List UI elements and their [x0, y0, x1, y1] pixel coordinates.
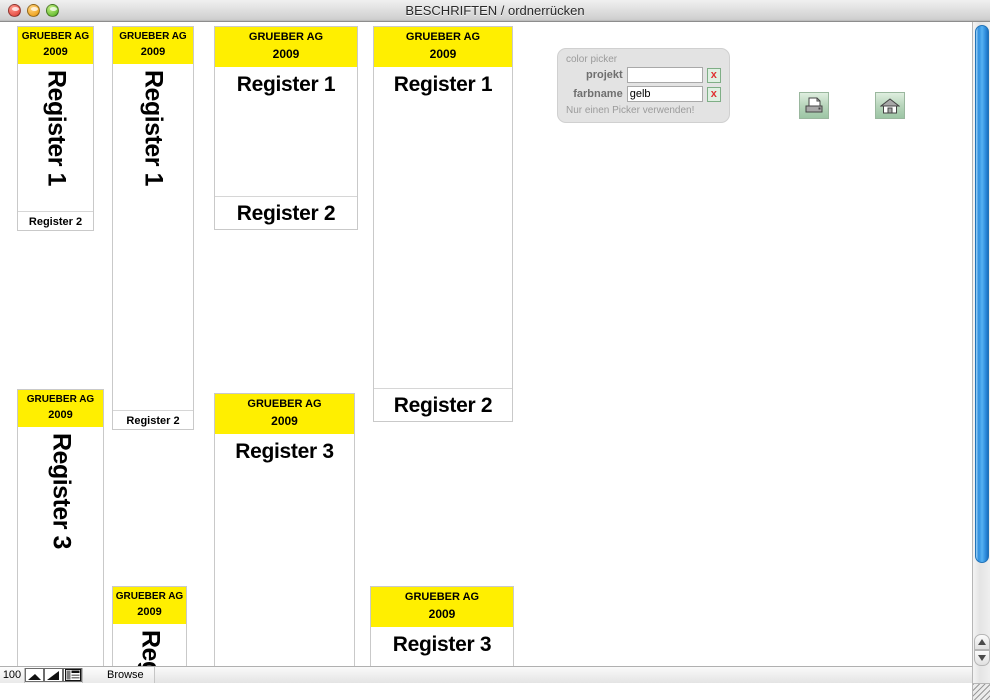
window-title: BESCHRIFTEN / ordnerrücken	[405, 3, 585, 18]
register-title: Register 1	[393, 73, 493, 97]
status-filler	[153, 667, 972, 683]
register-title: Register 1	[139, 70, 168, 187]
year-text: 2009	[48, 408, 73, 421]
home-button[interactable]	[875, 92, 905, 119]
minimize-button[interactable]	[27, 4, 40, 17]
label-header: GRUEBER AG 2009	[215, 27, 357, 68]
projekt-row: projekt x	[566, 67, 721, 83]
year-text: 2009	[272, 46, 300, 61]
label-body: Register 3	[18, 427, 103, 680]
register-title: Register 1	[42, 70, 70, 187]
label-header: GRUEBER AG 2009	[18, 27, 93, 65]
color-picker-hint: Nur einen Picker verwenden!	[566, 105, 695, 116]
zoom-button[interactable]	[46, 4, 59, 17]
status-divider-2	[82, 667, 83, 683]
title-bar: BESCHRIFTEN / ordnerrücken	[0, 0, 990, 22]
status-divider	[24, 667, 25, 683]
year-text: 2009	[43, 45, 68, 58]
zoom-in-icon[interactable]	[44, 668, 63, 682]
scroll-down-button[interactable]	[974, 650, 990, 666]
year-text: 2009	[137, 605, 162, 618]
register-title: Register 3	[47, 433, 75, 550]
register-title: Register 1	[236, 73, 336, 97]
year-text: 2009	[429, 46, 457, 61]
label-body: Register 1	[374, 67, 512, 388]
farbname-clear-button[interactable]: x	[706, 86, 721, 102]
printer-icon	[805, 97, 823, 112]
color-picker-title: color picker	[566, 54, 618, 65]
projekt-label: projekt	[586, 69, 623, 81]
register-footer: Register 2	[18, 211, 93, 233]
status-bar: 100 Browse	[0, 666, 972, 683]
label-header: GRUEBER AG 2009	[113, 27, 193, 65]
resize-grip[interactable]	[972, 683, 990, 700]
farbname-label: farbname	[573, 88, 623, 100]
scroll-up-button[interactable]	[974, 634, 990, 650]
register-title: Register 3	[392, 633, 492, 657]
vertical-scrollbar-thumb[interactable]	[975, 25, 989, 563]
register-footer: Register 2	[113, 410, 193, 432]
label-body: Register 3	[215, 434, 354, 683]
projekt-input[interactable]	[626, 67, 703, 83]
window-controls	[8, 4, 59, 17]
year-text: 2009	[428, 606, 456, 621]
company-name: GRUEBER AG	[119, 31, 187, 42]
label-body: Register 3	[371, 627, 513, 683]
year-text: 2009	[271, 413, 298, 428]
label-header: GRUEBER AG 2009	[18, 390, 103, 428]
triangle-down-icon	[978, 655, 986, 661]
color-picker-panel: color picker projekt x farbname x Nur ei…	[557, 48, 730, 123]
triangle-up-icon	[978, 639, 986, 645]
company-name: GRUEBER AG	[247, 398, 322, 410]
label-header: GRUEBER AG 2009	[113, 587, 186, 625]
projekt-clear-button[interactable]: x	[706, 67, 721, 83]
company-name: GRUEBER AG	[115, 591, 184, 602]
farbname-input[interactable]	[626, 86, 703, 102]
vertical-scrollbar[interactable]	[972, 22, 990, 683]
label-header: GRUEBER AG 2009	[374, 27, 512, 68]
print-button[interactable]	[799, 92, 829, 119]
layout-toggle-icon[interactable]	[63, 668, 82, 682]
label-body: Register 1	[215, 67, 357, 196]
label-body: Register 1	[113, 64, 193, 410]
company-name: GRUEBER AG	[404, 591, 480, 603]
zoom-level-label: 100	[2, 669, 22, 681]
house-icon	[880, 97, 900, 113]
mode-label: Browse	[107, 669, 144, 681]
register-title: Register 3	[235, 440, 334, 464]
label-header: GRUEBER AG 2009	[371, 587, 513, 628]
company-name: GRUEBER AG	[21, 31, 90, 42]
company-name: GRUEBER AG	[26, 394, 95, 405]
label-body: Register 1	[18, 64, 93, 211]
company-name: GRUEBER AG	[405, 31, 481, 43]
farbname-row: farbname x	[566, 86, 721, 102]
close-button[interactable]	[8, 4, 21, 17]
label-header: GRUEBER AG 2009	[215, 394, 354, 435]
zoom-out-icon[interactable]	[25, 668, 44, 682]
register-footer: Register 2	[374, 388, 512, 426]
register-footer: Register 2	[215, 196, 357, 234]
company-name: GRUEBER AG	[248, 31, 324, 43]
year-text: 2009	[140, 45, 166, 58]
